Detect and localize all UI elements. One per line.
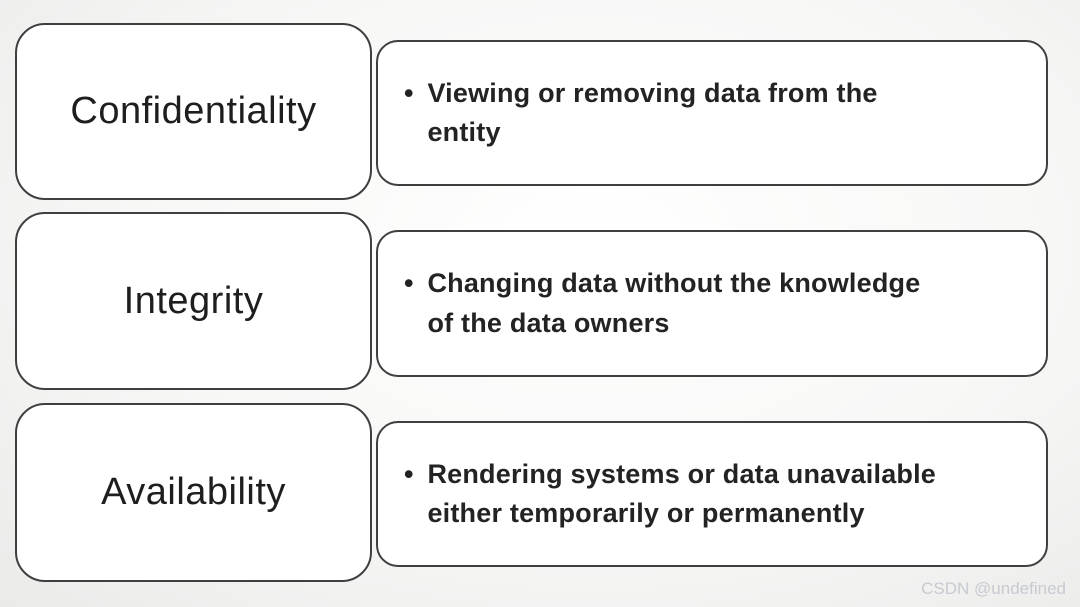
bullet-icon: • <box>404 458 414 489</box>
availability-description: Rendering systems or data unavailable ei… <box>427 458 937 528</box>
availability-description-box: • Rendering systems or data unavailable … <box>376 421 1048 567</box>
availability-bullet-item: • Rendering systems or data unavailable … <box>404 455 936 533</box>
confidentiality-bullet-item: • Viewing or removing data from the enti… <box>404 74 878 152</box>
integrity-label-box: Integrity <box>15 212 372 390</box>
availability-label-box: Availability <box>15 403 372 582</box>
bullet-icon: • <box>404 268 414 299</box>
confidentiality-description: Viewing or removing data from the entity <box>427 77 878 147</box>
confidentiality-description-box: • Viewing or removing data from the enti… <box>376 40 1048 186</box>
integrity-label: Integrity <box>123 279 264 322</box>
integrity-bullet-item: • Changing data without the knowledge of… <box>404 264 920 342</box>
bullet-icon: • <box>404 77 414 108</box>
availability-label: Availability <box>101 471 286 513</box>
integrity-description-box: • Changing data without the knowledge of… <box>376 230 1048 377</box>
confidentiality-label-box: Confidentiality <box>15 23 372 200</box>
watermark: CSDN @undefined <box>921 579 1066 598</box>
confidentiality-label: Confidentiality <box>70 90 317 132</box>
integrity-description: Changing data without the knowledge of t… <box>427 268 921 338</box>
